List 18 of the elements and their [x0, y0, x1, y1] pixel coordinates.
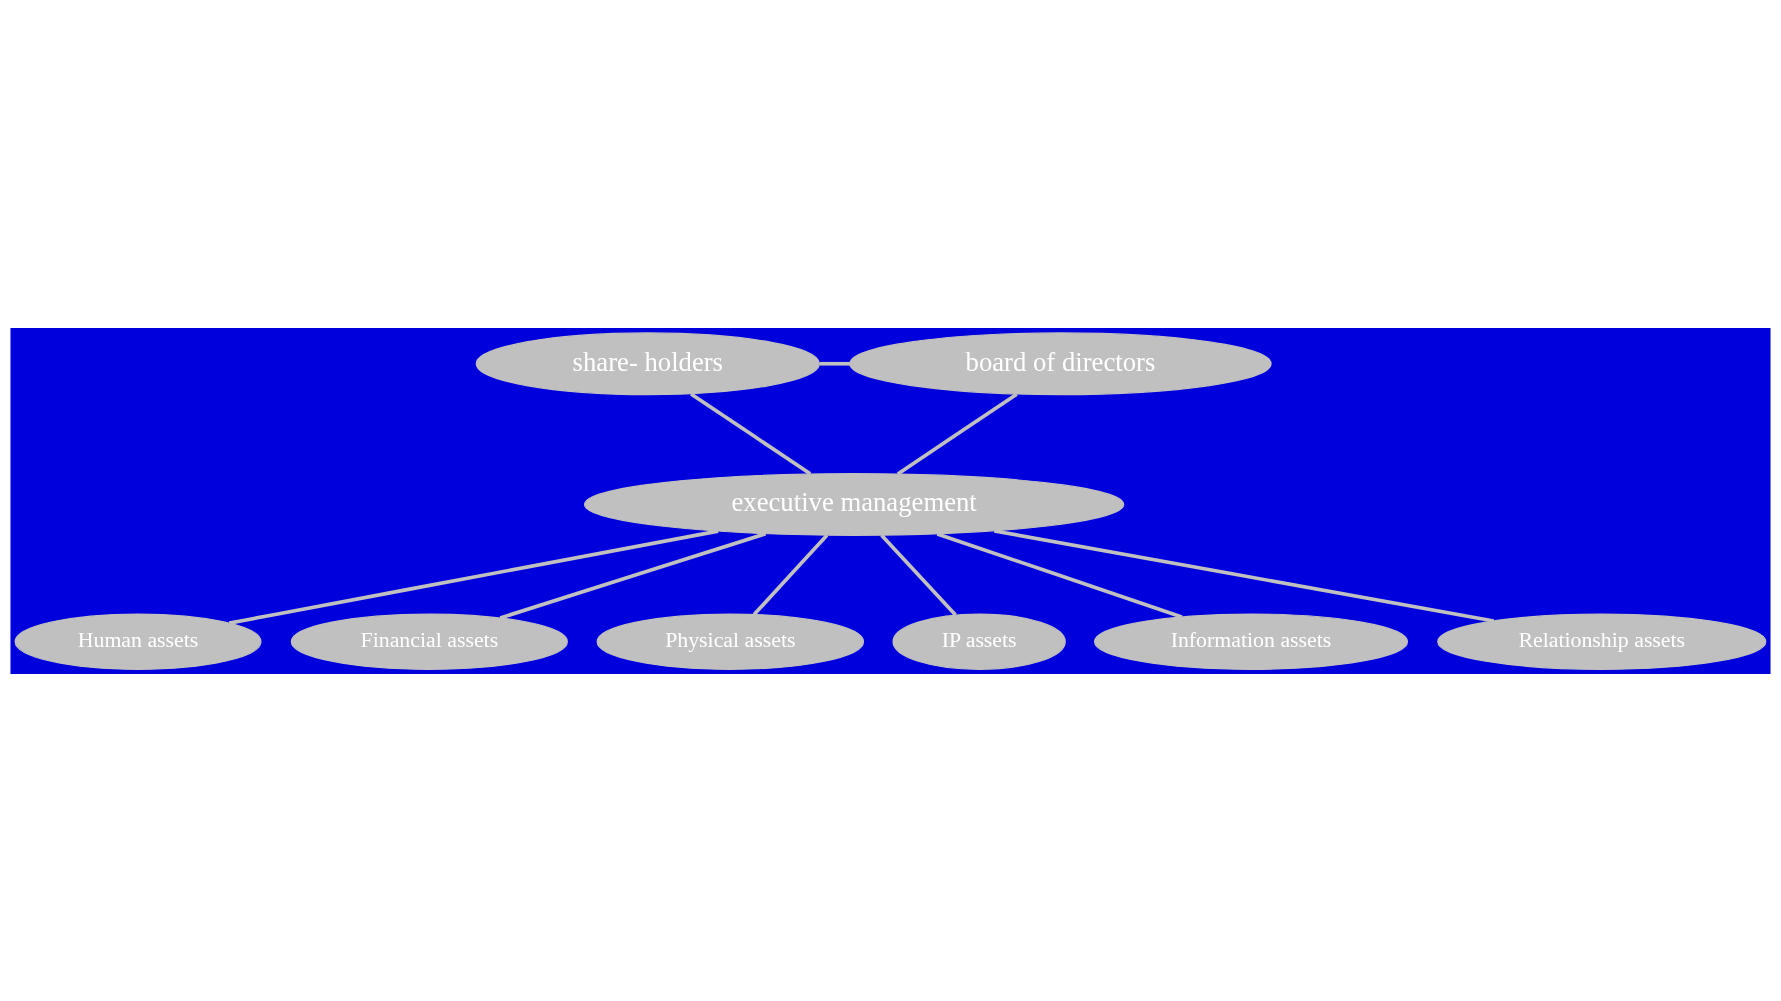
connector	[690, 391, 812, 475]
node-ellipse: board of directors	[849, 331, 1272, 395]
node-ellipse: Human assets	[14, 612, 262, 670]
connector	[752, 533, 829, 616]
node-ellipse: executive management	[584, 472, 1125, 536]
node-ellipse: share- holders	[475, 331, 820, 395]
node-ellipse: Relationship assets	[1437, 612, 1767, 670]
connector	[228, 528, 719, 625]
node-ellipse: IP assets	[892, 612, 1066, 670]
connector	[819, 361, 851, 366]
connector	[499, 531, 767, 620]
node-ellipse: Financial assets	[290, 612, 568, 670]
connector	[896, 392, 1018, 475]
connector	[936, 531, 1183, 619]
connector	[880, 533, 957, 616]
node-ellipse: Information assets	[1093, 612, 1409, 670]
connector	[994, 528, 1495, 623]
node-ellipse: Physical assets	[596, 612, 865, 670]
